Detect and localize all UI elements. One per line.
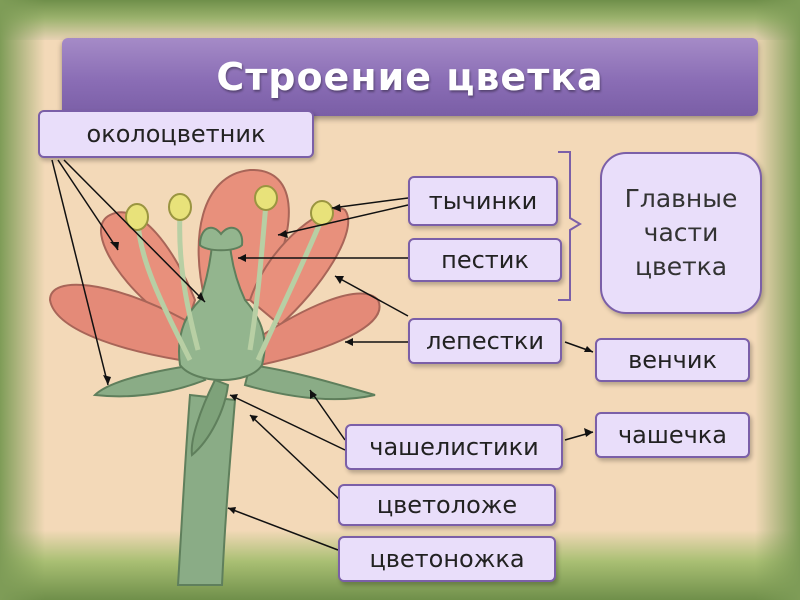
perianth-text: околоцветник (86, 120, 266, 148)
main-parts-text: Главные части цветка (624, 184, 738, 281)
sepals-label: чашелистики (345, 424, 563, 470)
petals-text: лепестки (426, 327, 544, 355)
pedicel-text: цветоножка (369, 545, 525, 573)
stamens-label: тычинки (408, 176, 558, 226)
leaf-border-top (0, 0, 800, 40)
calyx-label: чашечка (595, 412, 750, 458)
bracket (558, 151, 582, 301)
stamens-text: тычинки (428, 187, 538, 215)
pointer-lines (51, 159, 594, 551)
leaf-border-left (0, 0, 45, 600)
title-bar: Строение цветка (62, 38, 758, 116)
page-title: Строение цветка (216, 55, 604, 99)
corolla-text: венчик (628, 346, 717, 374)
petals-label: лепестки (408, 318, 562, 364)
flower-drawing (48, 168, 381, 586)
perianth-label: околоцветник (38, 110, 314, 158)
corolla-label: венчик (595, 338, 750, 382)
main-parts-label: Главные части цветка (600, 152, 762, 314)
receptacle-label: цветоложе (338, 484, 556, 526)
pistil-label: пестик (408, 238, 562, 282)
sepals-text: чашелистики (369, 433, 539, 461)
leaf-border-right (755, 0, 800, 600)
receptacle-text: цветоложе (376, 491, 518, 519)
calyx-text: чашечка (618, 421, 727, 449)
pedicel-label: цветоножка (338, 536, 556, 582)
arrow-heads (103, 204, 593, 514)
pistil-text: пестик (441, 246, 529, 274)
